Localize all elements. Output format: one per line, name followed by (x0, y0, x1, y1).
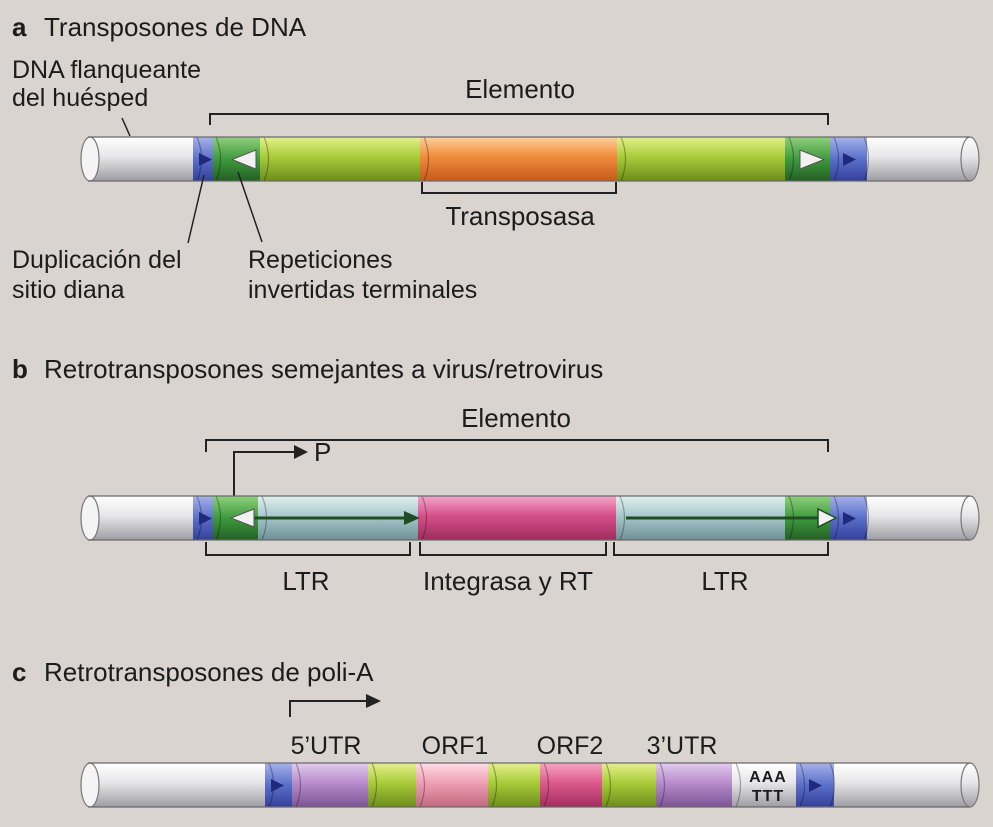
host-dna-label-line1: DNA flanqueante (12, 56, 201, 84)
panel-c-title: Retrotransposones de poli-A (44, 657, 374, 687)
panel-c-letter: c (12, 657, 26, 687)
inverted-repeat-arrow-left-icon (230, 149, 257, 170)
host-dna-left-c (88, 763, 273, 807)
target-dup-label-line1: Duplicación del (12, 246, 182, 274)
host-dna-end-left-c (80, 762, 100, 808)
spacer-2-c (488, 763, 548, 807)
inverted-repeats-label-line2: invertidas terminales (248, 276, 477, 304)
dna-tube-b (80, 495, 980, 541)
inverted-repeats-pointer (237, 171, 263, 243)
target-site-arrow-right-icon (843, 153, 856, 166)
target-dup-pointer (187, 174, 205, 244)
polya-bottom-sequence: TTT (752, 788, 784, 805)
panel-a-title: Transposones de DNA (44, 12, 307, 42)
host-dna-label-line2: del huésped (12, 84, 148, 112)
promoter-arrow-c-icon (366, 694, 381, 708)
target-site-arrow-left-b-icon (199, 512, 212, 525)
transposase-gene (420, 137, 625, 181)
ltr-arrow-right-head-icon (817, 507, 838, 529)
panel-b-letter: b (12, 354, 28, 384)
transposase-label: Transposasa (445, 201, 595, 231)
spacer-3-c (602, 763, 664, 807)
panel-c: c Retrotransposones de poli-A 5’UTR ORF1… (12, 657, 980, 808)
target-site-arrow-right-b-icon (843, 512, 856, 525)
ltr-left-label: LTR (282, 566, 329, 596)
utr5-segment (292, 763, 376, 807)
ltr-repeat-triangle-left-icon (229, 508, 255, 528)
polya-top-sequence: AAA (749, 769, 787, 786)
ltr-arrow-left-head-icon (404, 511, 420, 525)
promoter-arrow-icon (294, 445, 308, 459)
target-dup-label-line2: sitio diana (12, 276, 125, 304)
promoter-label: P (314, 437, 331, 467)
host-dna-right-a (860, 137, 970, 181)
element-label-b: Elemento (461, 403, 571, 433)
orf2-segment (540, 763, 610, 807)
panel-a: a Transposones de DNA DNA flanqueante de… (12, 12, 980, 304)
target-site-arrow-right-c-icon (809, 779, 822, 792)
host-dna-left-b (88, 496, 200, 540)
element-bracket-a (209, 113, 829, 125)
promoter-line-c (289, 700, 368, 717)
ltr-bracket-right (613, 542, 829, 556)
host-dna-end-right-c (960, 762, 980, 808)
integrase-rt-gene (418, 496, 624, 540)
ltr-bracket-left (205, 542, 411, 556)
transposase-bracket (421, 182, 617, 194)
host-dna-end-right-b (960, 495, 980, 541)
dna-tube-a (80, 136, 980, 182)
orf1-segment (416, 763, 496, 807)
ltr-right-label: LTR (701, 566, 748, 596)
element-bracket-b (205, 439, 829, 452)
host-dna-right-c (826, 763, 970, 807)
panel-b: b Retrotransposones semejantes a virus/r… (12, 354, 980, 596)
inverted-repeat-arrow-right-icon (799, 149, 826, 170)
host-dna-pointer (121, 117, 131, 137)
utr5-label: 5’UTR (291, 732, 362, 760)
orf2-label: ORF2 (537, 732, 604, 760)
integrase-rt-bracket (419, 542, 607, 556)
spacer-1-c (368, 763, 424, 807)
dna-tube-c: AAA TTT (80, 762, 980, 808)
utr3-segment (656, 763, 740, 807)
polya-segment (732, 763, 802, 807)
element-body-left-a (260, 137, 428, 181)
host-dna-right-b (860, 496, 970, 540)
host-dna-left-a (88, 137, 200, 181)
target-site-arrow-left-c-icon (271, 779, 284, 792)
utr3-label: 3’UTR (647, 732, 718, 760)
host-dna-end-left-b (80, 495, 100, 541)
target-site-arrow-left-icon (199, 153, 212, 166)
inverted-repeats-label-line1: Repeticiones (248, 246, 393, 274)
orf1-label: ORF1 (422, 732, 489, 760)
element-label-a: Elemento (465, 74, 575, 104)
host-dna-end-right-a (960, 136, 980, 182)
host-dna-end-left-a (80, 136, 100, 182)
promoter-line (233, 451, 296, 502)
panel-a-letter: a (12, 12, 27, 42)
panel-b-title: Retrotransposones semejantes a virus/ret… (44, 354, 603, 384)
integrase-rt-label: Integrasa y RT (423, 566, 593, 596)
element-body-right-a (617, 137, 792, 181)
